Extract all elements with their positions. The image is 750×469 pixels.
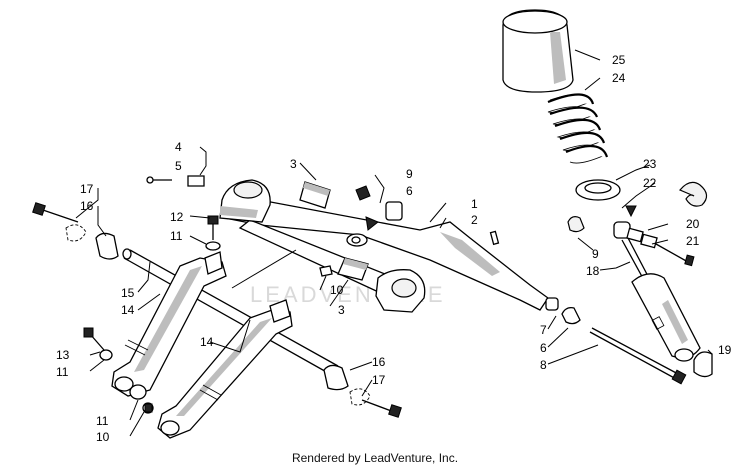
shock-bolt-upper — [626, 227, 695, 267]
grease-fitting — [319, 265, 333, 277]
callout-4: 4 — [175, 140, 182, 154]
rear-bolt-17 — [361, 399, 402, 418]
spring-seat — [575, 179, 621, 201]
leader-lines — [75, 49, 713, 437]
callout-8: 8 — [540, 358, 547, 372]
callout-3-upper: 3 — [290, 157, 297, 171]
callout-13: 13 — [56, 348, 70, 362]
mount-pad-lower — [337, 257, 369, 281]
direction-arrow-right — [625, 205, 637, 218]
shock-absorber — [613, 221, 701, 362]
spring-retainer — [679, 181, 708, 207]
callout-22: 22 — [643, 176, 657, 190]
callout-labels: 1 2 3 3 4 5 6 6 7 8 9 9 10 10 11 11 11 1… — [56, 53, 732, 444]
callout-9-upper: 9 — [406, 167, 413, 181]
callout-11-lower: 11 — [96, 414, 109, 428]
pivot-bolt-long — [589, 327, 687, 385]
a-arm-mount-right — [375, 269, 426, 313]
footer-credit: Rendered by LeadVenture, Inc. — [291, 451, 459, 465]
a-arm-mount-left — [219, 179, 271, 223]
callout-10-lower: 10 — [96, 430, 110, 444]
callout-23: 23 — [643, 157, 657, 171]
rail-brackets — [204, 251, 291, 323]
callout-16-upper: 16 — [80, 199, 94, 213]
bolt-12 — [205, 215, 221, 251]
callout-25: 25 — [612, 53, 626, 67]
pivot-bushing-upper — [355, 185, 403, 221]
coil-spring — [547, 93, 609, 164]
callout-16-lower: 16 — [372, 355, 386, 369]
callout-18: 18 — [586, 264, 600, 278]
rail-arm-lower — [157, 309, 293, 439]
callout-10-center: 10 — [330, 283, 344, 297]
bushing-16-upper — [65, 224, 119, 260]
callout-17-lower: 17 — [372, 373, 386, 387]
callout-15: 15 — [121, 286, 135, 300]
callout-14-lower: 14 — [200, 335, 214, 349]
callout-7: 7 — [540, 323, 547, 337]
callout-5: 5 — [175, 159, 182, 173]
bolt-13 — [83, 327, 113, 361]
callout-6-lower: 6 — [540, 341, 547, 355]
callout-14-upper: 14 — [121, 303, 135, 317]
callout-21: 21 — [686, 234, 700, 248]
callout-19: 19 — [718, 343, 732, 357]
callout-12: 12 — [170, 210, 184, 224]
direction-arrow-upper — [365, 216, 379, 231]
callout-9-right: 9 — [592, 247, 599, 261]
callout-2: 2 — [471, 213, 478, 227]
callout-24: 24 — [612, 71, 626, 85]
bushing-16-lower — [323, 364, 371, 406]
a-arm — [224, 199, 549, 311]
callout-11-upper: 11 — [170, 229, 183, 243]
callout-1: 1 — [471, 197, 478, 211]
callout-17-upper: 17 — [80, 182, 94, 196]
callout-11-left: 11 — [56, 365, 69, 379]
washer-11-lower — [129, 384, 154, 414]
shock-bushing-upper-left — [567, 216, 585, 233]
cross-shaft — [122, 248, 339, 375]
callout-20: 20 — [686, 217, 700, 231]
rail-arm-upper — [111, 257, 227, 397]
mount-pad-upper — [299, 181, 331, 209]
bump-stop-boot — [502, 9, 574, 93]
screw-4 — [146, 175, 205, 187]
front-bolt-17 — [32, 202, 79, 223]
callout-6-upper: 6 — [406, 184, 413, 198]
callout-3-lower: 3 — [338, 303, 345, 317]
shock-bushing-right — [693, 351, 713, 378]
pivot-bushing-lower — [545, 297, 581, 325]
